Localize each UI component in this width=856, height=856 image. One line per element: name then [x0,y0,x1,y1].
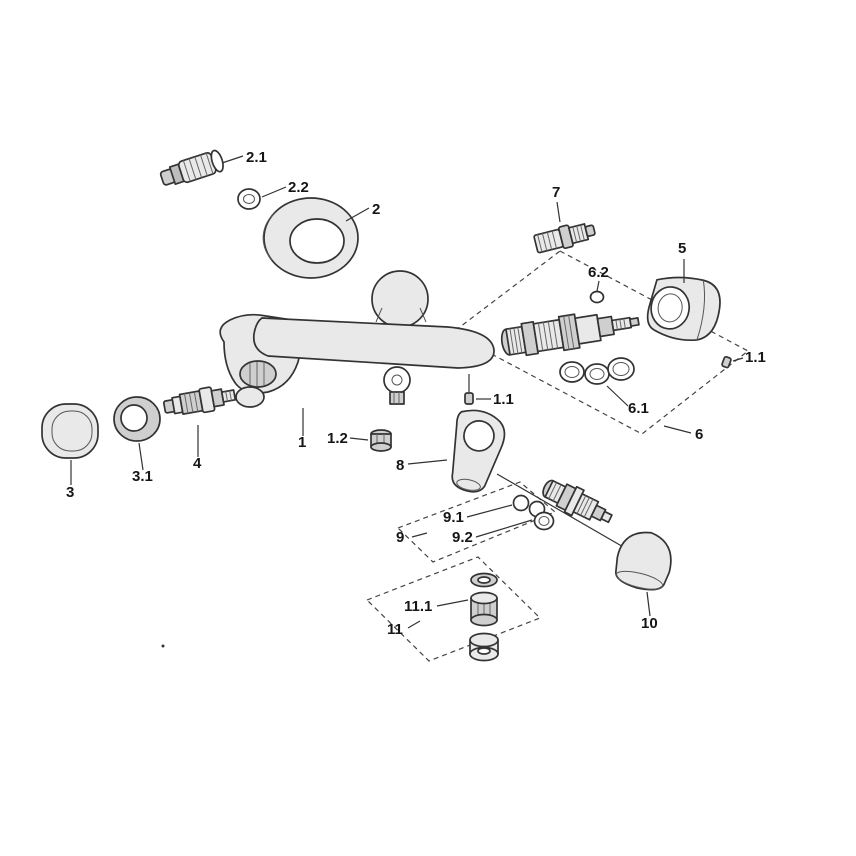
part-10-dome-cap [615,531,672,591]
part-label-8: 8 [396,457,404,474]
part-label-2-1: 2.1 [246,149,267,166]
part-3-oval-cap [41,403,99,459]
part-label-1-2: 1.2 [327,430,348,447]
part-label-1: 1 [298,434,306,451]
part-5-sleeve [646,276,721,342]
part-1-1-plug-right [721,355,732,369]
part-label-6-2: 6.2 [588,264,609,281]
part-label-4: 4 [193,455,202,472]
dashed-group-6-outline [450,250,750,435]
part-label-6-1: 6.1 [628,400,649,417]
part-11-1-stack [469,572,499,662]
part-2-1-threaded-connector [159,149,224,186]
part-label-1-1-right: 1.1 [745,349,766,366]
part-1-2-nut [370,429,392,452]
part-6-cartridge [500,313,640,357]
part-9-2-o-ring [533,511,555,531]
part-label-3-1: 3.1 [132,468,153,485]
part-label-11-1: 11.1 [404,598,432,615]
part-label-9-1: 9.1 [443,509,464,526]
axis-line-8-10 [496,473,633,553]
part-2-ring [262,197,359,279]
part-valve-stem [542,479,613,524]
part-2-2-washer [237,188,261,210]
part-6-1-o-rings [559,357,635,385]
part-6-2-small-ring [589,290,605,304]
dashed-group-9-outline [396,481,557,563]
part-8-bracket [451,409,506,493]
part-1-faucet-body [219,270,495,408]
part-label-3: 3 [66,484,74,501]
leader-lines [70,155,744,629]
part-label-1-1-mid: 1.1 [493,391,514,408]
part-label-2: 2 [372,201,380,218]
part-label-9: 9 [396,529,404,546]
part-label-2-2: 2.2 [288,179,309,196]
dashed-group-11-outline [365,556,542,662]
part-label-9-2: 9.2 [452,529,473,546]
part-label-6: 6 [695,426,703,443]
part-3-1-ring [113,396,161,442]
part-7-threaded-fitting [533,223,596,254]
part-label-7: 7 [552,184,560,201]
part-4-valve-screw [162,386,237,415]
part-label-11: 11 [387,621,403,638]
part-label-10: 10 [641,615,658,632]
part-1-1-plug-mid [464,374,474,405]
part-label-5: 5 [678,240,686,257]
reference-dot [161,644,165,648]
labels: 2.1 2.2 2 7 5 6.2 1.1 6.1 6 1.1 1 1.2 3 … [66,149,766,638]
